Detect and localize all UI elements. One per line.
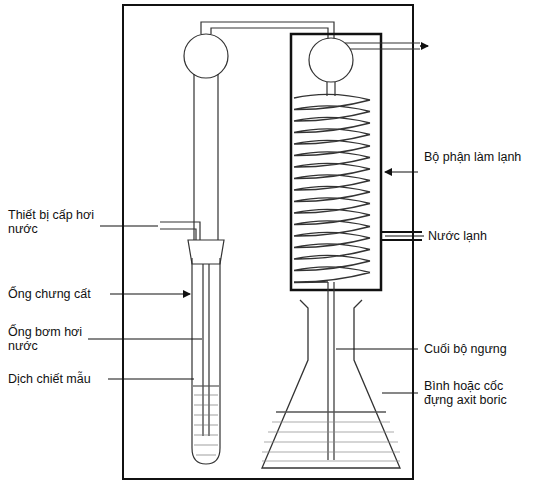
part-label: Bộ phận làm lạnh	[424, 150, 521, 164]
leader-lines	[88, 172, 424, 393]
acid-shading	[262, 422, 400, 461]
part-label: Cuối bộ ngưng	[424, 342, 507, 356]
outer-frame	[123, 5, 413, 479]
liquid-shading	[194, 395, 218, 455]
receiving-flask	[262, 300, 400, 468]
part-label: Nước lạnh	[428, 229, 487, 243]
part-label: Ống chưng cất	[8, 287, 91, 301]
coil-windings	[294, 94, 370, 282]
distillation-head	[160, 22, 334, 464]
condenser-coil	[294, 94, 370, 282]
part-label: Thiết bị cấp hơi nước	[8, 208, 98, 236]
part-label: Bình hoặc cốc đựng axit boric	[424, 379, 526, 407]
part-label: Ống bơm hơi nước	[8, 325, 90, 353]
condenser-housing	[291, 34, 381, 290]
vapour-outlet-arrow	[420, 45, 428, 47]
part-label: Dịch chiết mẫu	[8, 372, 91, 386]
